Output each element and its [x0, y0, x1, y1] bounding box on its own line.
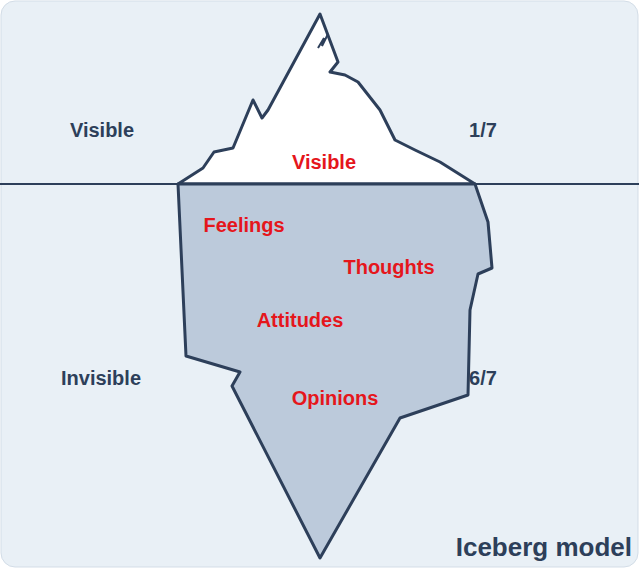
iceberg-shape: [178, 184, 492, 558]
zone-label: Visible: [70, 119, 134, 142]
iceberg-shape: [178, 14, 475, 184]
iceberg-outline: [174, 180, 496, 564]
zone-label: Invisible: [61, 367, 141, 390]
iceberg-tip: Visible: [174, 10, 480, 188]
layer-label: Attitudes: [257, 309, 344, 332]
layer-label: Opinions: [292, 387, 379, 410]
layer-label: Visible: [292, 151, 356, 174]
iceberg-underwater: FeelingsThoughtsAttitudesOpinions: [174, 180, 496, 564]
caption: Iceberg model: [456, 533, 632, 563]
layer-label: Thoughts: [343, 256, 434, 279]
ice-crack: [318, 34, 328, 48]
layer-label: Feelings: [203, 214, 284, 237]
fraction-label: 6/7: [469, 367, 497, 390]
fraction-label: 1/7: [469, 119, 497, 142]
